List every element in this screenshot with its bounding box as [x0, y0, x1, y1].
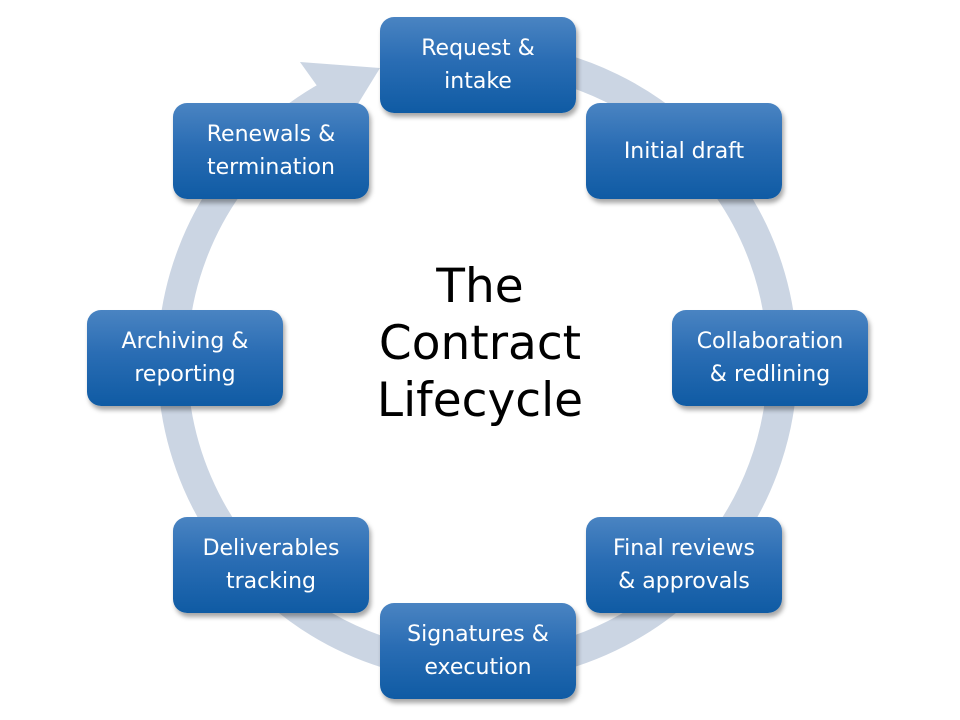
step-renewals-termination[interactable]: Renewals & termination — [173, 103, 369, 199]
step-final-reviews-approvals[interactable]: Final reviews & approvals — [586, 517, 782, 613]
step-request-intake[interactable]: Request & intake — [380, 17, 576, 113]
cycle-arrowhead-icon — [300, 62, 380, 125]
step-signatures-execution[interactable]: Signatures & execution — [380, 603, 576, 699]
step-archiving-reporting[interactable]: Archiving & reporting — [87, 310, 283, 406]
step-deliverables-tracking[interactable]: Deliverables tracking — [173, 517, 369, 613]
diagram-title: The Contract Lifecycle — [376, 259, 584, 428]
step-collaboration-redlining[interactable]: Collaboration & redlining — [672, 310, 868, 406]
step-initial-draft[interactable]: Initial draft — [586, 103, 782, 199]
